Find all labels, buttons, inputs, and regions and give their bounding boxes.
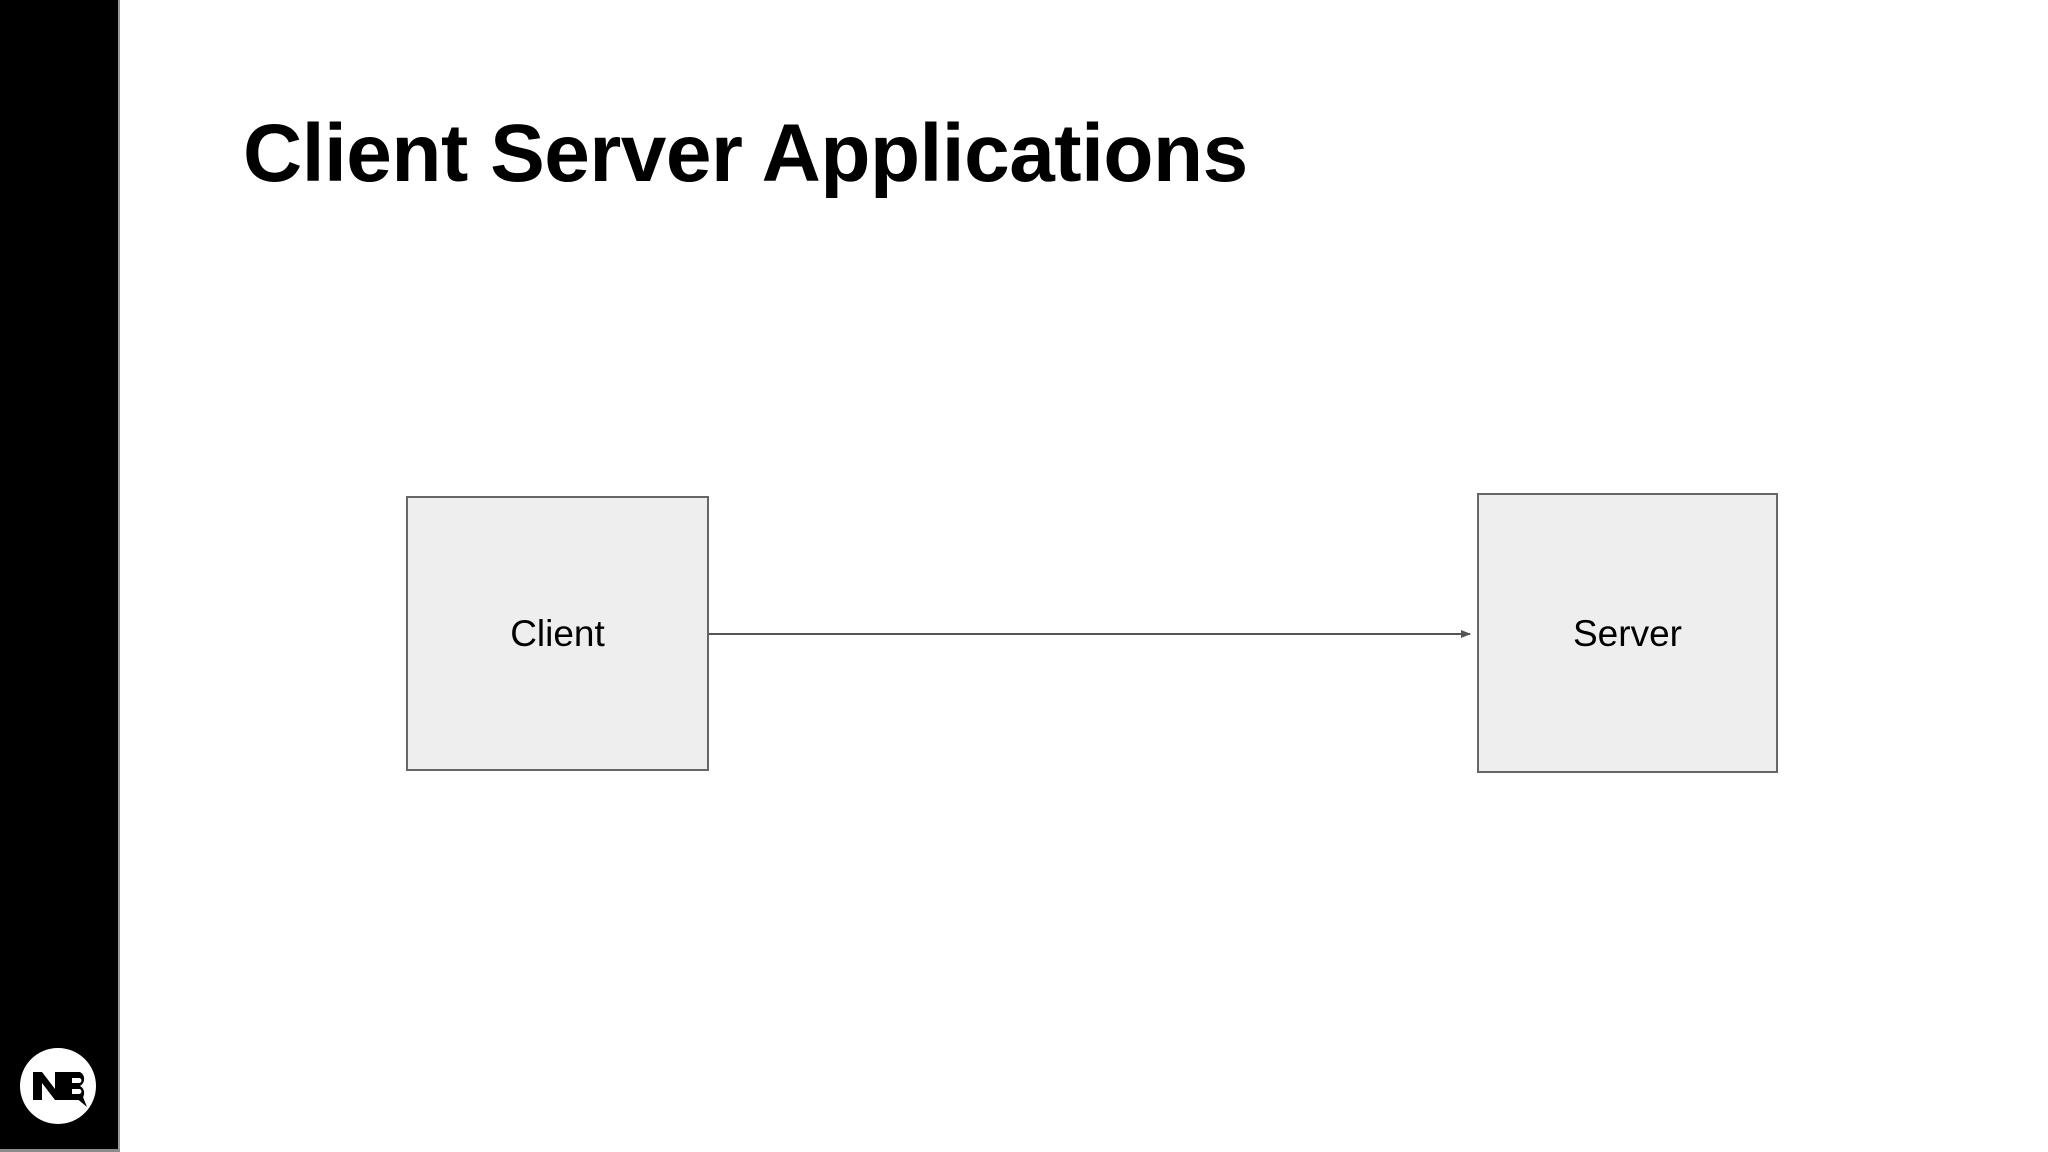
slide-bottom-rule <box>0 1149 120 1152</box>
node-server[interactable]: Server <box>1477 493 1778 773</box>
node-client[interactable]: Client <box>406 496 709 771</box>
page-title: Client Server Applications <box>243 108 1248 199</box>
sidebar-strip <box>0 0 120 1152</box>
node-server-label: Server <box>1573 612 1682 654</box>
nb-logo-icon <box>19 1047 97 1125</box>
node-client-label: Client <box>510 613 605 654</box>
